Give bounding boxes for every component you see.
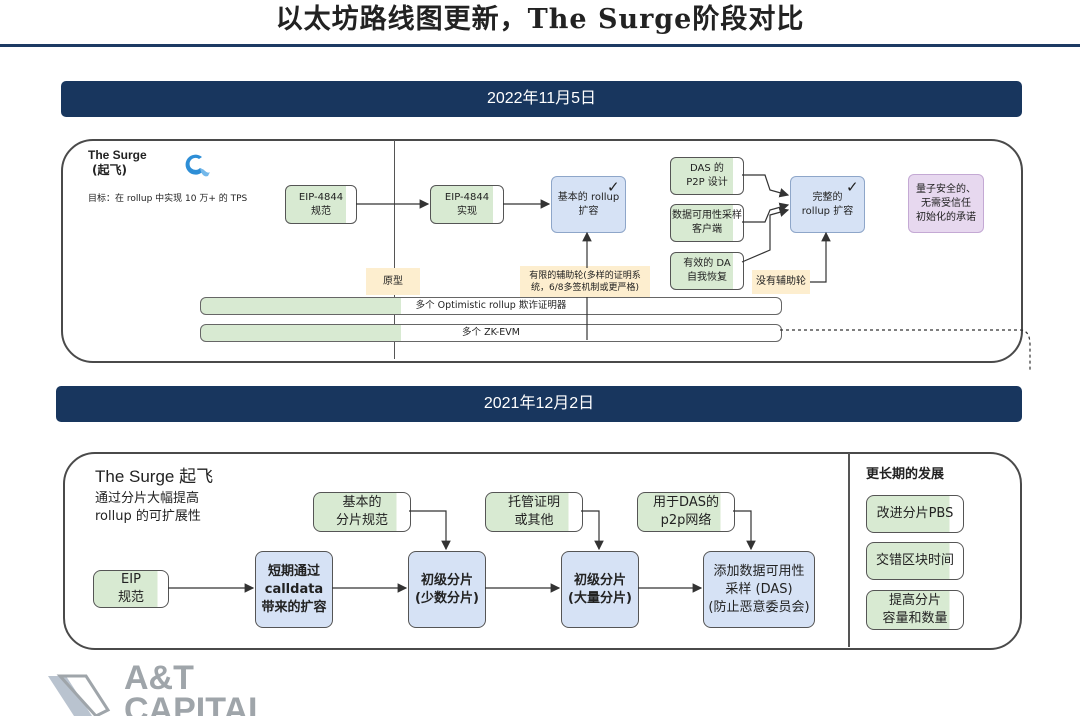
logo-line1: A&T [124,662,194,697]
date-banner-2022: 2022年11月5日 [61,81,1022,117]
eip4844-spec-box: EIP-4844 规范 [285,185,357,224]
phase-divider [394,140,395,359]
das-p2p-box: DAS 的 P2P 设计 [670,157,744,195]
basic-rollup-box: 基本的 rollup 扩容 [551,176,626,233]
long-term-divider [848,453,850,647]
da-recovery-box: 有效的 DA 自我恢复 [670,252,744,290]
at-capital-logo: A&T CAPITAL [46,662,306,716]
optimistic-rollup-lane: 多个 Optimistic rollup 欺诈证明器 [200,297,782,315]
zkevm-lane: 多个 ZK-EVM [200,324,782,342]
wave-icon [180,148,212,180]
surge-subtitle-2021: 通过分片大幅提高 rollup 的可扩展性 [95,491,201,524]
das-client-box: 数据可用性采样 客户端 [670,204,744,242]
eip4844-impl-box: EIP-4844 实现 [430,185,504,224]
add-das-box: 添加数据可用性 采样 (DAS) (防止恶意委员会) [703,551,815,628]
custody-proof-box: 托管证明 或其他 [485,492,583,532]
limited-training-wheels-note: 有限的辅助轮(多样的证明系 统，6/8多签机制或更严格) [520,266,650,297]
das-p2p-network-box: 用于DAS的 p2p网络 [637,492,735,532]
long-term-item: 交错区块时间 [866,542,964,580]
eip-spec-box: EIP 规范 [93,570,169,608]
initial-shards-few-box: 初级分片 (少数分片) [408,551,486,628]
logo-line2: CAPITAL [124,691,269,716]
check-icon: ✓ [607,178,620,196]
full-rollup-box: 完整的 rollup 扩容 [790,176,865,233]
surge-heading-2021: The Surge 起飞 [95,467,214,486]
long-term-item: 提高分片 容量和数量 [866,590,964,630]
calldata-scaling-box: 短期通过 calldata 带来的扩容 [255,551,333,628]
surge-heading: The Surge [88,148,147,162]
title-divider [0,44,1080,47]
basic-shard-spec-box: 基本的 分片规范 [313,492,411,532]
goal-text: 目标：在 rollup 中实现 10 万+ 的 TPS [88,194,248,204]
check-icon: ✓ [846,178,859,196]
prototype-note: 原型 [366,268,420,295]
page-title: 以太坊路线图更新，The Surge阶段对比 [275,4,805,35]
long-term-title: 更长期的发展 [866,467,945,482]
surge-heading-sub: (起飞) [92,163,127,177]
date-banner-2021: 2021年12月2日 [56,386,1022,422]
long-term-item: 改进分片PBS [866,495,964,533]
quantum-commitment-box: 量子安全的、 无需受信任 初始化的承诺 [908,174,984,233]
roadmap-panel-2021 [63,452,1022,650]
initial-shards-many-box: 初级分片 (大量分片) [561,551,639,628]
no-training-wheels-note: 没有辅助轮 [752,270,810,294]
